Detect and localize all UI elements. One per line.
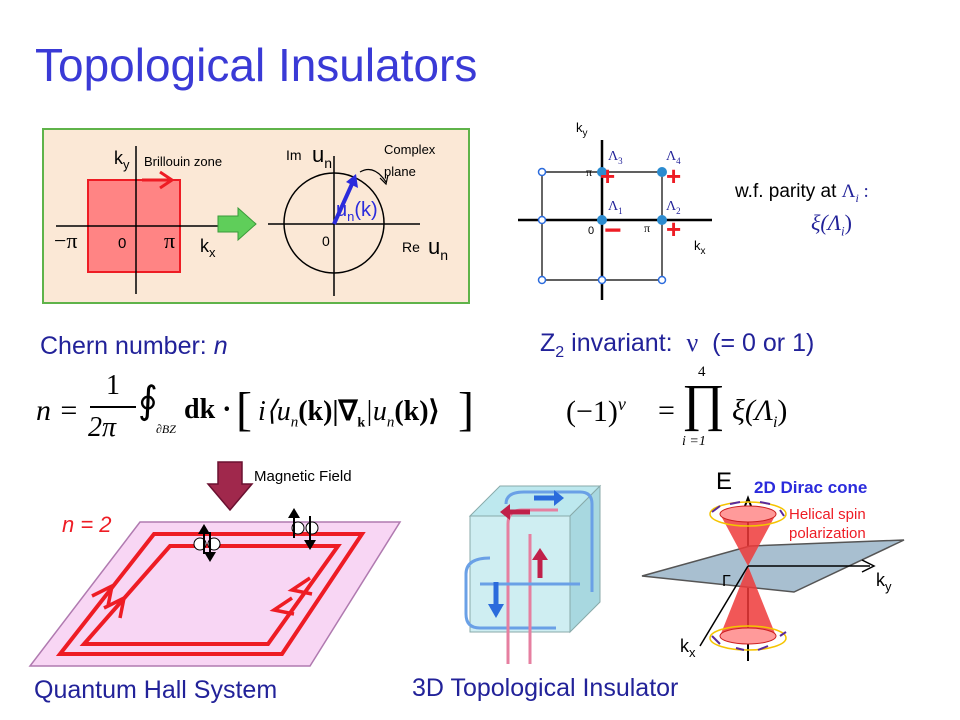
qh-caption: Quantum Hall System (34, 676, 278, 704)
surface-state-blue (464, 556, 556, 630)
lambda4-label: Λ4 (666, 149, 681, 166)
complex-label-1: Complex (384, 142, 436, 157)
bz-zero: 0 (118, 235, 126, 252)
parity-plus-lambda3: + (600, 161, 615, 191)
upper-cone-top (719, 505, 777, 523)
bz-minus-pi: −π (54, 228, 78, 253)
complex-origin: 0 (322, 233, 330, 249)
lattice-point (597, 275, 607, 285)
lower-spin-ring (709, 625, 787, 651)
trim-lattice: ky kx Λ3 Λ4 Λ1 Λ2 π π 0 + + + − (518, 120, 712, 300)
dirac-cone-label: 2D Dirac cone (754, 478, 868, 497)
im-u-label: un (312, 142, 332, 171)
complex-label-2: plane (384, 164, 416, 179)
kx-axis (699, 565, 749, 647)
parity-xi: ξ(Λi) (811, 210, 852, 239)
lattice-ky-label: ky (576, 120, 588, 139)
rotation-arc (359, 169, 387, 183)
lattice-pi-x: π (644, 221, 650, 235)
spin-pair-1 (193, 524, 221, 562)
lambda2-label: Λ2 (666, 199, 681, 216)
re-label: Re (402, 239, 420, 255)
unk-vector (332, 183, 354, 225)
dirac-ky-label: ky (876, 570, 892, 594)
qh-n-label: n = 2 (62, 512, 112, 537)
parity-label: w.f. parity at Λi : (735, 181, 869, 205)
qh-edge-outer (55, 532, 366, 656)
qh-edge-inner (79, 544, 342, 646)
bz-arrow-head (159, 170, 175, 190)
spin-pair-2 (288, 508, 319, 550)
spin-arrow-red-1-head (500, 504, 510, 520)
bz-pi: π (164, 228, 175, 253)
page-title: Topological Insulators (35, 39, 478, 91)
trim-point-lambda3 (597, 167, 607, 177)
upper-cone (720, 514, 776, 566)
ti3d-caption: 3D Topological Insulator (412, 674, 679, 702)
unk-vector-head (346, 174, 358, 188)
ti3d-cube (464, 484, 602, 664)
energy-label: E (716, 468, 733, 495)
helical-spin-arrows (711, 501, 787, 651)
lattice-kx-label: kx (694, 238, 706, 257)
ky-axis-head (861, 559, 876, 573)
spin-arrow-blue-2-head (488, 604, 504, 618)
dirac-kx-label: kx (680, 636, 696, 660)
magnetic-field-label: Magnetic Field (254, 468, 352, 485)
spin-arrow-red-2-head (532, 548, 548, 560)
z2-label: Z2 invariant: ν (= 0 or 1) (540, 328, 815, 361)
lambda1-label: Λ1 (608, 199, 623, 216)
lattice-zero: 0 (588, 225, 594, 237)
qh-arrow-left-inner (103, 594, 127, 619)
bz-ky-label: ky (114, 148, 130, 172)
lambda3-label: Λ3 (608, 149, 623, 166)
im-label: Im (286, 147, 302, 163)
parity-minus-lambda1: − (604, 214, 622, 247)
trim-point-lambda1 (597, 215, 607, 225)
lower-cone-bottom (719, 627, 777, 645)
unk-label: un(k) (336, 199, 378, 224)
parity-plus-lambda4: + (666, 161, 681, 191)
re-u-label: un (428, 234, 448, 263)
qh-arrow-left (91, 582, 115, 607)
lattice-point (537, 275, 547, 285)
chern-integrand: i⟨un(k)|∇k|un(k)⟩ (258, 396, 440, 431)
parity-plus-lambda2: + (666, 214, 681, 244)
magnetic-field-arrow-icon (206, 461, 254, 512)
bz-panel: ky Brillouin zone −π 0 π kx Im un Comple… (42, 128, 470, 304)
lattice-point (537, 215, 547, 225)
chern-formula: n = 1 2π ∮ ∂BZ dk · [ i⟨un(k)|∇k|un(k)⟩ … (36, 370, 474, 443)
qh-arrow-right (287, 576, 313, 596)
trim-point-lambda2 (657, 215, 667, 225)
cube-front (469, 515, 571, 633)
surface-state-blue-2 (504, 490, 594, 592)
helical-label: Helical spin polarization (789, 506, 866, 542)
spin-arrow-blue-1-head (554, 490, 564, 506)
trim-point-lambda4 (657, 167, 667, 177)
lattice-point (537, 167, 547, 177)
bz-zone-label: Brillouin zone (144, 154, 222, 169)
z2-formula: (−1)ν = 4 ∏ i =1 ξ(Λi) (566, 364, 788, 449)
lattice-point (657, 275, 667, 285)
gamma-label: Γ (722, 573, 731, 590)
qh-arrow-right-inner (269, 596, 295, 616)
lower-cone (720, 566, 776, 636)
lattice-pi-y: π (586, 165, 592, 179)
dirac-cone-diagram: Γ ky kx (640, 476, 910, 666)
quantum-hall-diagram (28, 461, 402, 667)
chern-label: Chern number: n (40, 332, 228, 360)
map-arrow-icon (217, 206, 257, 242)
rotation-arc-head (379, 174, 389, 186)
upper-spin-ring (709, 501, 787, 527)
bz-kx-label: kx (200, 236, 216, 260)
